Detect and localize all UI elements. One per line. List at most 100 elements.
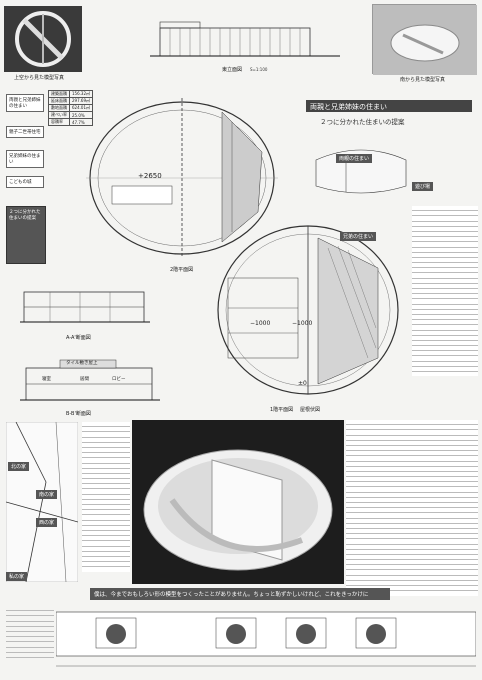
text-line	[346, 586, 478, 592]
text-line	[346, 550, 478, 555]
text-line	[346, 456, 478, 462]
text-line	[346, 498, 478, 503]
text-line	[412, 310, 478, 315]
text-line	[412, 222, 478, 227]
model-photo-graphic	[15, 11, 71, 67]
text-line	[82, 515, 130, 521]
main-title: 両親と兄弟姉妹の住まい	[306, 100, 472, 112]
table-label-cell: 容積率	[48, 118, 70, 126]
text-line	[346, 503, 478, 509]
text-line	[412, 232, 478, 238]
text-line	[82, 427, 130, 433]
text-line	[346, 581, 478, 586]
sub-title: ２つに分かれた住まいの提案	[320, 118, 405, 126]
text-line	[412, 331, 478, 336]
essay-column-lower-right	[346, 420, 478, 596]
text-line	[346, 436, 478, 441]
caption-top-photo: 上空から見た模型写真	[14, 75, 65, 81]
text-line	[412, 315, 478, 321]
caption-bb-section: B-B'断面図	[66, 411, 91, 417]
text-line	[346, 524, 478, 529]
dim-minus1000-right: −1000	[292, 320, 313, 327]
text-line	[346, 462, 478, 467]
text-line	[82, 541, 130, 547]
label-parents-kids: 両親と兄弟姉妹の住まい	[6, 94, 44, 112]
table-label-cell: 建ぺい率	[48, 111, 70, 119]
text-line	[82, 438, 130, 443]
site-map	[6, 422, 78, 582]
floor1-plan-drawing	[217, 225, 399, 395]
text-line	[412, 253, 478, 258]
text-line	[82, 469, 130, 474]
text-line	[346, 560, 478, 566]
text-line	[346, 576, 478, 581]
tag-play-area: 遊び場	[412, 182, 434, 191]
text-line	[82, 432, 130, 438]
text-line	[346, 529, 478, 535]
text-line	[412, 248, 478, 253]
model-photo-top	[4, 6, 82, 72]
text-line	[82, 552, 130, 557]
model-photo-large-graphic	[143, 449, 333, 571]
text-line	[346, 519, 478, 524]
caption-east-elevation: 東立面図	[222, 67, 243, 73]
text-line	[6, 611, 54, 617]
label-proposal: ２つに分かれた住まいの提案	[6, 206, 46, 264]
text-line	[346, 441, 478, 446]
text-line	[346, 482, 478, 488]
text-line	[412, 294, 478, 300]
text-line	[346, 555, 478, 561]
text-line	[346, 513, 478, 519]
text-line	[346, 451, 478, 457]
text-line	[346, 508, 478, 514]
caption-floor2: 2階平面図	[170, 267, 194, 273]
text-line	[346, 493, 478, 498]
text-line	[346, 545, 478, 550]
caption-roof-plan: 屋根伏図	[300, 407, 321, 413]
text-line	[412, 346, 478, 352]
text-line	[346, 477, 478, 483]
text-line	[82, 489, 130, 495]
map-label-south: 南の家	[36, 490, 58, 499]
text-line	[82, 422, 130, 428]
text-line	[346, 487, 478, 493]
dim-minus1000-left: −1000	[250, 320, 271, 327]
text-line	[412, 206, 478, 212]
text-line	[412, 356, 478, 362]
text-line	[82, 448, 130, 454]
map-label-mine: 私の家	[6, 572, 28, 581]
tag-parents-home: 両親の住まい	[336, 154, 373, 163]
essay-column-right	[412, 206, 478, 376]
label-siblings: 兄弟姉妹の住まい	[6, 150, 44, 168]
text-line	[346, 420, 478, 426]
east-elevation-drawing	[150, 21, 340, 57]
text-line	[82, 458, 130, 464]
text-line	[412, 325, 478, 331]
model-photo-large	[132, 420, 344, 584]
text-line	[346, 430, 478, 436]
text-line	[412, 216, 478, 222]
text-line	[412, 211, 478, 217]
text-line	[412, 227, 478, 232]
caption-floor1: 1階平面図	[270, 407, 294, 413]
text-line	[346, 467, 478, 472]
text-line	[82, 505, 130, 511]
map-label-north: 北の家	[8, 462, 30, 471]
text-line	[82, 474, 130, 480]
text-line	[82, 495, 130, 500]
text-line	[6, 653, 54, 658]
text-line	[82, 510, 130, 516]
text-line	[412, 336, 478, 341]
text-line	[82, 443, 130, 448]
dim-plus2650: +2650	[138, 172, 162, 180]
text-line	[82, 536, 130, 542]
text-line	[82, 526, 130, 531]
text-line	[82, 531, 130, 537]
table-label-cell: 建築面積	[48, 90, 70, 98]
section-label-lobby: ロビー	[112, 377, 126, 382]
text-line	[6, 637, 54, 643]
bottom-statement: 僕は、今までおもしろい形の模型をつくったことがありません。ちょっと恥ずかしいけれ…	[90, 588, 390, 600]
text-line	[412, 289, 478, 295]
